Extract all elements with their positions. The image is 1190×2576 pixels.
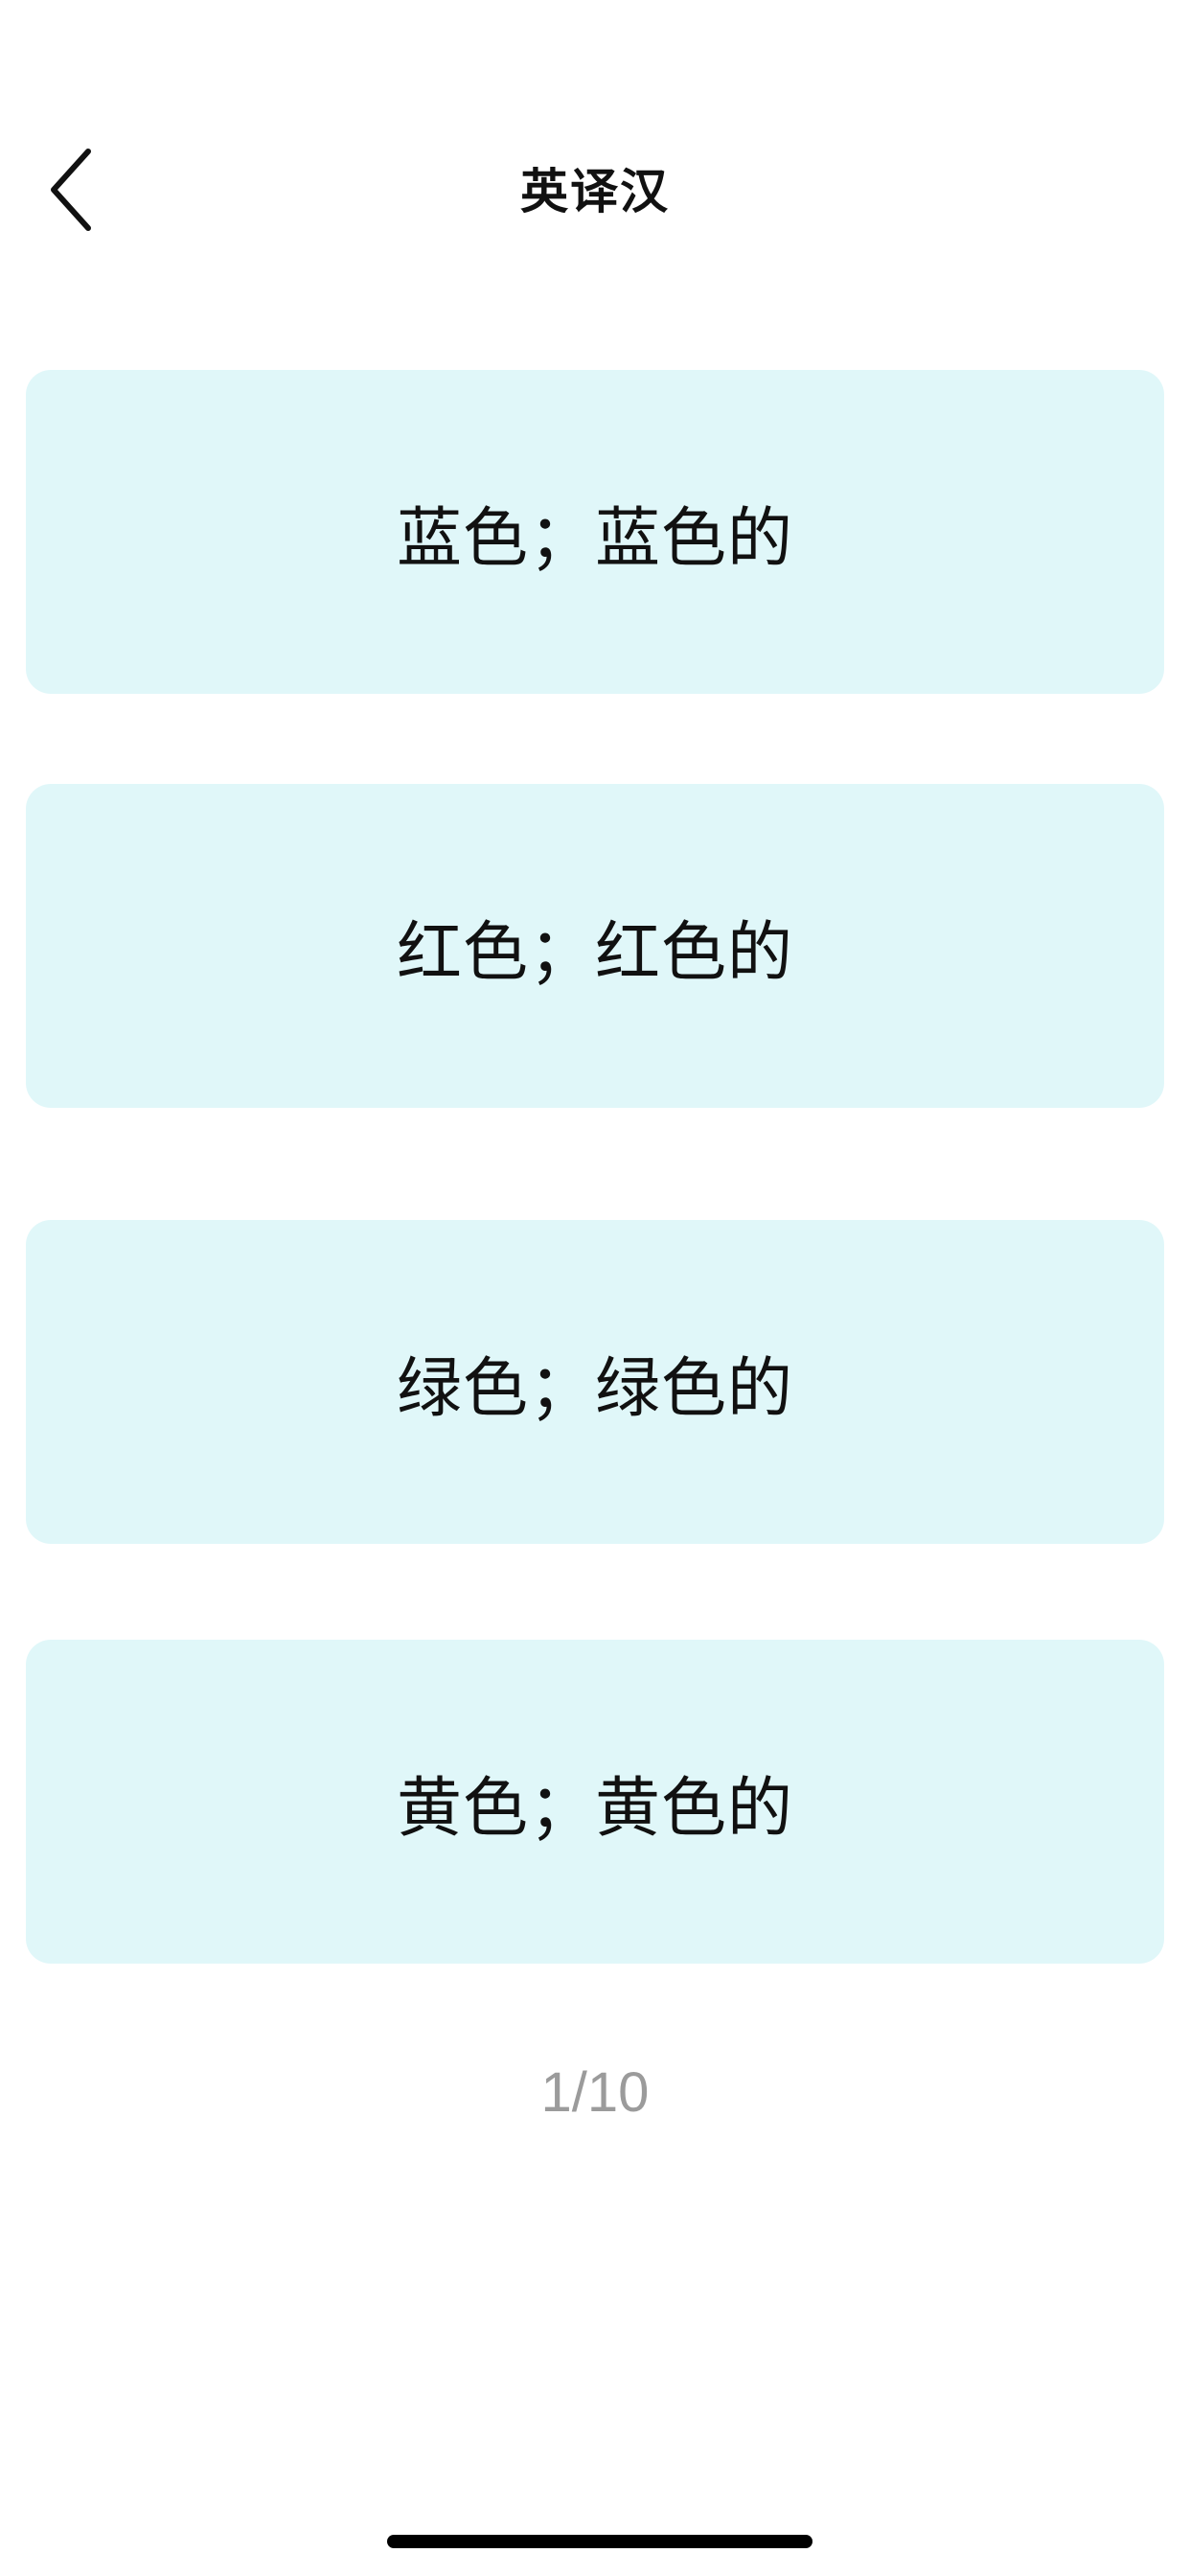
answer-option-label: 黄色；黄色的 [396,1770,793,1847]
header: 英译汉 [0,115,1190,259]
page-title: 英译汉 [520,164,670,219]
answer-option-label: 蓝色；蓝色的 [396,500,793,577]
back-button[interactable] [27,142,123,238]
home-indicator [387,2535,812,2548]
answer-option-3[interactable]: 绿色；绿色的 [26,1220,1164,1544]
answer-option-label: 红色；红色的 [396,914,793,991]
answer-option-1[interactable]: 蓝色；蓝色的 [26,370,1164,694]
question-progress: 1/10 [540,2061,650,2124]
answer-option-2[interactable]: 红色；红色的 [26,784,1164,1108]
answer-option-label: 绿色；绿色的 [396,1350,793,1427]
answer-option-4[interactable]: 黄色；黄色的 [26,1640,1164,1964]
chevron-left-icon [51,149,91,231]
